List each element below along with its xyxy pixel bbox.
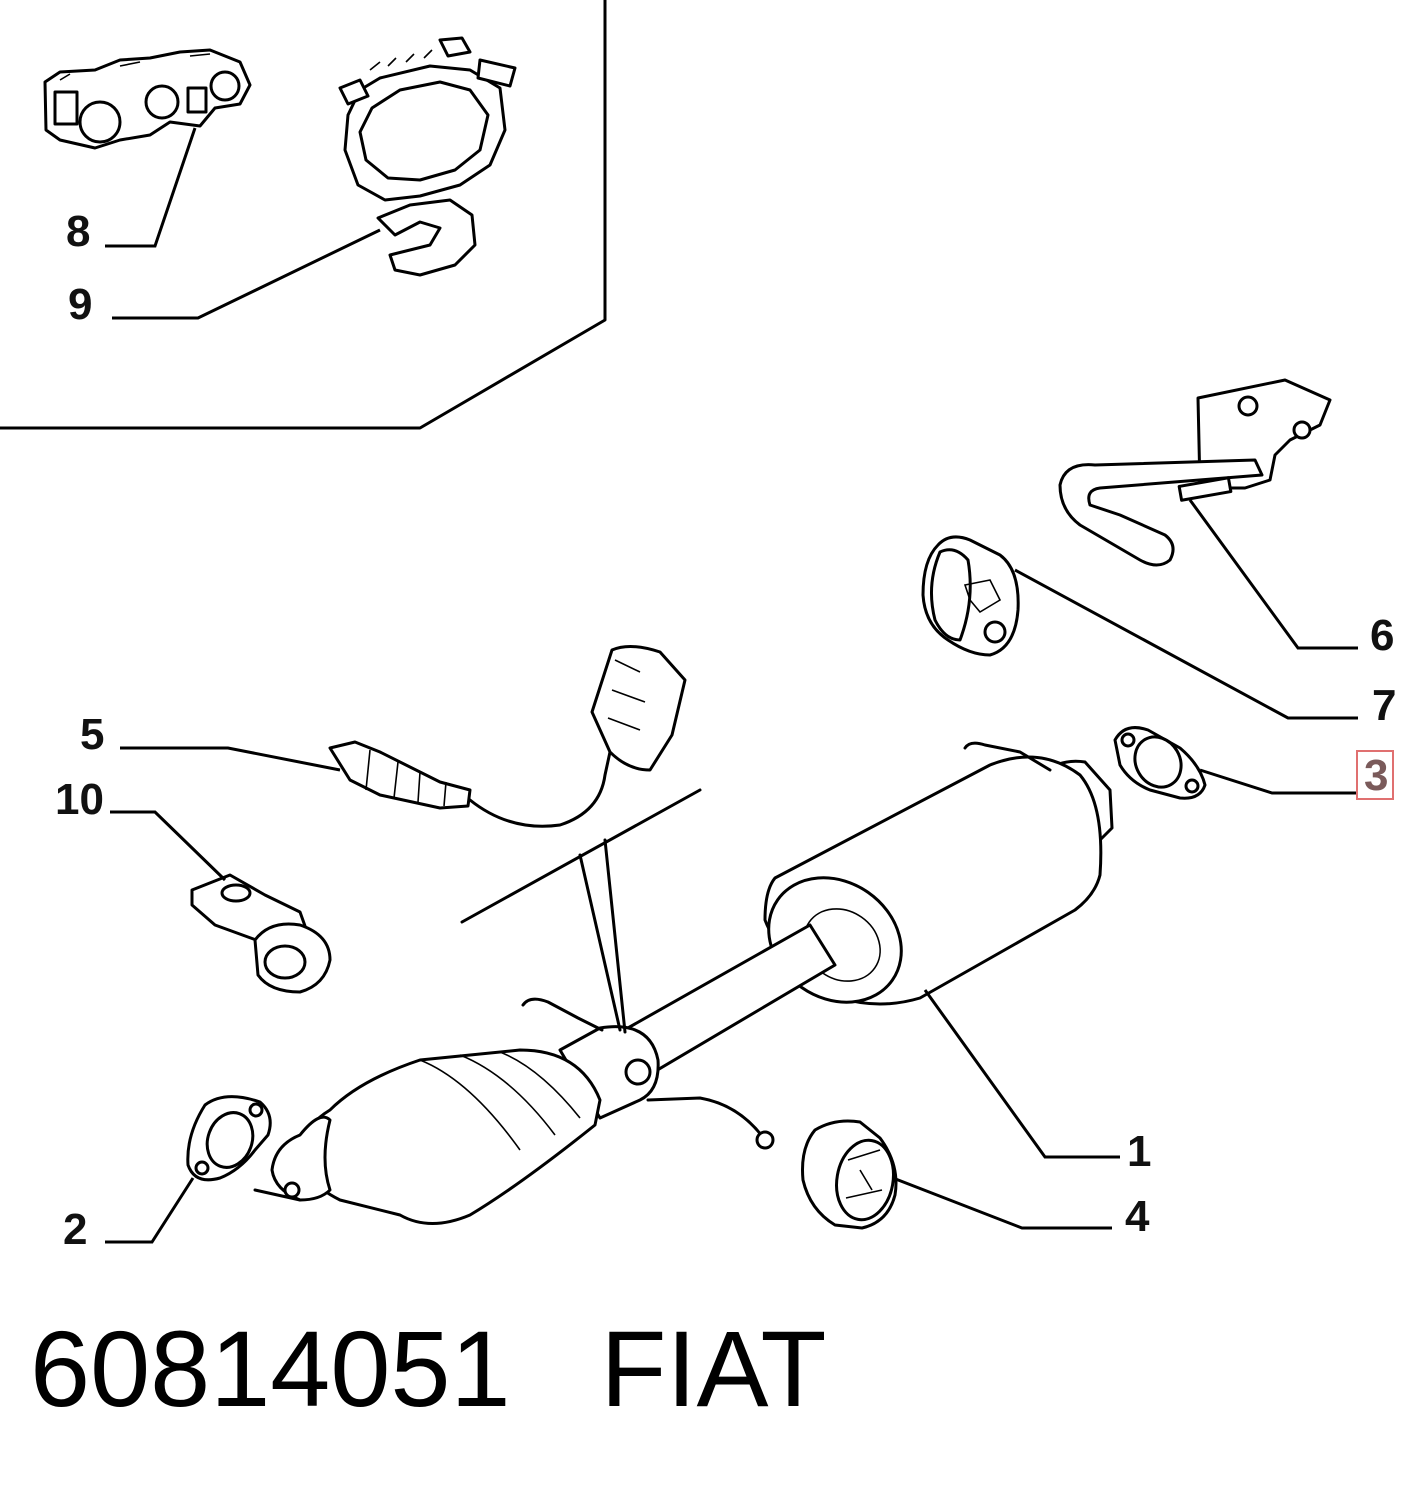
callout-4: 4 (1125, 1192, 1150, 1241)
part-number: 60814051 (30, 1308, 511, 1429)
leader-line-9 (112, 228, 381, 320)
callout-6: 6 (1370, 611, 1395, 660)
part-8-pipe-clip (43, 48, 252, 150)
part-4-rubber-ring (801, 1119, 898, 1230)
part-1-silencer (578, 741, 1114, 1100)
leader-line-1 (923, 989, 1120, 1159)
callout-7: 7 (1372, 681, 1397, 730)
brand-name: FIAT (600, 1308, 827, 1429)
part-9-band-clamp (338, 36, 517, 277)
callout-10: 10 (55, 775, 104, 824)
leader-line-2 (105, 1177, 195, 1244)
part-7-rubber-mount (921, 535, 1020, 657)
leader-line-5 (120, 746, 341, 772)
leader-line-8 (105, 127, 197, 248)
callout-9: 9 (68, 280, 93, 329)
leader-line-6 (1188, 499, 1358, 650)
guide-line (578, 838, 627, 1034)
part-6-hanger-bracket (1058, 378, 1332, 567)
part-10-bracket (190, 873, 332, 994)
callout-5: 5 (80, 710, 105, 759)
part-2-gasket (186, 1095, 272, 1182)
inset-frame (0, 0, 607, 430)
callout-8: 8 (66, 207, 91, 256)
part-5-lambda-sensor (328, 645, 687, 828)
leader-line-4 (892, 1176, 1112, 1230)
callout-1: 1 (1127, 1127, 1152, 1176)
leader-line-3 (1199, 768, 1358, 795)
leader-line-10 (110, 810, 227, 882)
part-3-gasket (1113, 726, 1207, 800)
footer-caption: 60814051 FIAT (30, 1308, 827, 1429)
callout-3: 3 (1356, 750, 1395, 800)
callout-2: 2 (63, 1205, 88, 1254)
leader-line-7 (1014, 568, 1358, 720)
